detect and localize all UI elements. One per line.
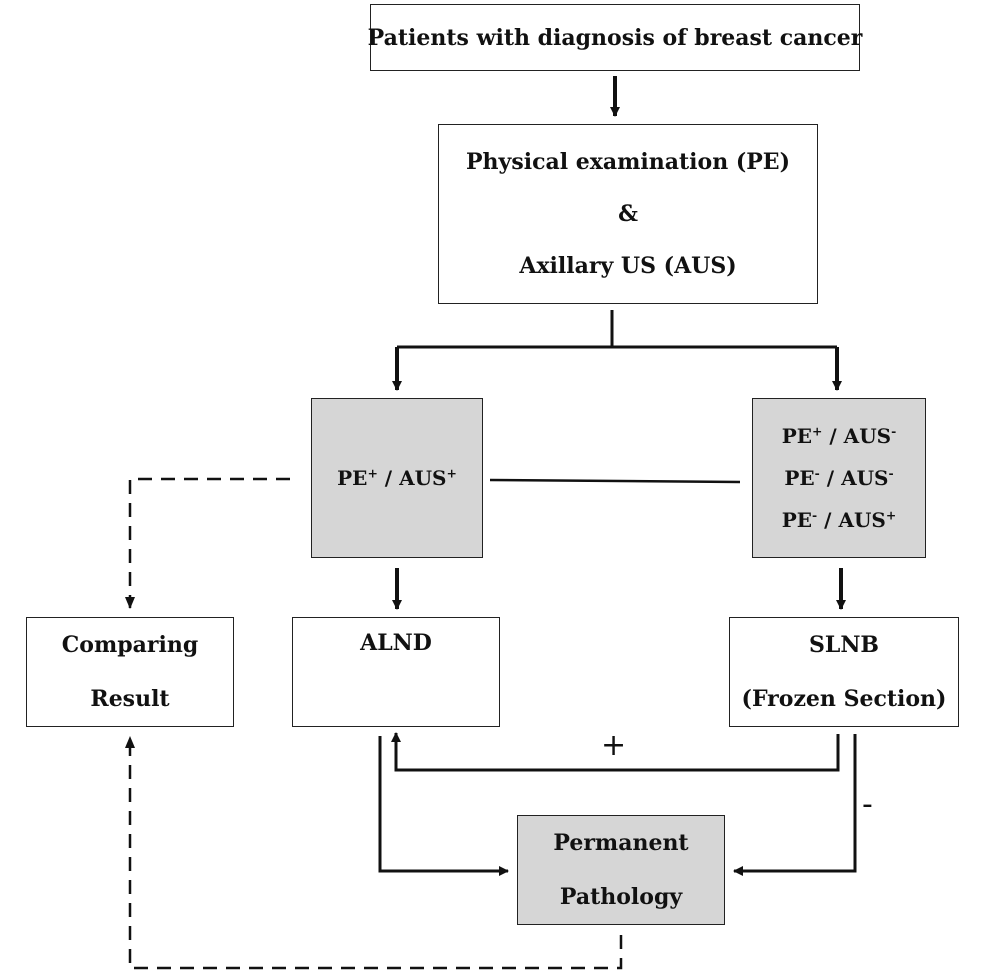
- mixed-group-item: PE- / AUS-: [784, 465, 894, 490]
- slnb-label-line2: (Frozen Section): [741, 686, 947, 712]
- positive-group-label: PE+ / AUS+: [337, 465, 457, 490]
- mixed-group-item: PE- / AUS+: [781, 507, 897, 532]
- arrow-slnb-negative-to-pathology: [733, 734, 857, 876]
- dashed-arrow-pathology-to-compare: [125, 736, 623, 970]
- pathology-label-line1: Permanent: [553, 830, 689, 856]
- exam-label-line1: Physical examination (PE): [466, 149, 790, 175]
- pathology-label-line2: Pathology: [559, 884, 683, 910]
- negative-edge-label: -: [862, 787, 873, 822]
- exam-label-line2: &: [618, 201, 638, 227]
- alnd-label: ALND: [360, 630, 432, 656]
- arrow-alnd-to-pathology: [378, 736, 509, 876]
- compare-label-line2: Result: [90, 686, 170, 712]
- positive-group-box: PE+ / AUS+: [311, 398, 483, 558]
- alnd-box: ALND: [292, 617, 500, 727]
- compare-label-line1: Comparing: [61, 632, 199, 658]
- arrow-slnb-positive-to-alnd: [391, 732, 840, 772]
- permanent-pathology-box: Permanent Pathology: [517, 815, 725, 925]
- slnb-label-line1: SLNB: [808, 632, 880, 658]
- start-box: Patients with diagnosis of breast cancer: [367, 4, 863, 71]
- slnb-box: SLNB (Frozen Section): [729, 617, 959, 727]
- comparing-result-box: Comparing Result: [26, 617, 234, 727]
- line-between-groups: [489, 478, 741, 484]
- positive-edge-label: +: [601, 728, 627, 763]
- dashed-arrow-to-compare: [125, 477, 290, 609]
- mixed-group-item: PE+ / AUS-: [781, 423, 897, 448]
- start-label: Patients with diagnosis of breast cancer: [367, 24, 863, 51]
- mixed-group-box: PE+ / AUS- PE- / AUS- PE- / AUS+: [752, 398, 926, 558]
- exam-box: Physical examination (PE) & Axillary US …: [438, 124, 818, 304]
- exam-label-line3: Axillary US (AUS): [519, 253, 737, 279]
